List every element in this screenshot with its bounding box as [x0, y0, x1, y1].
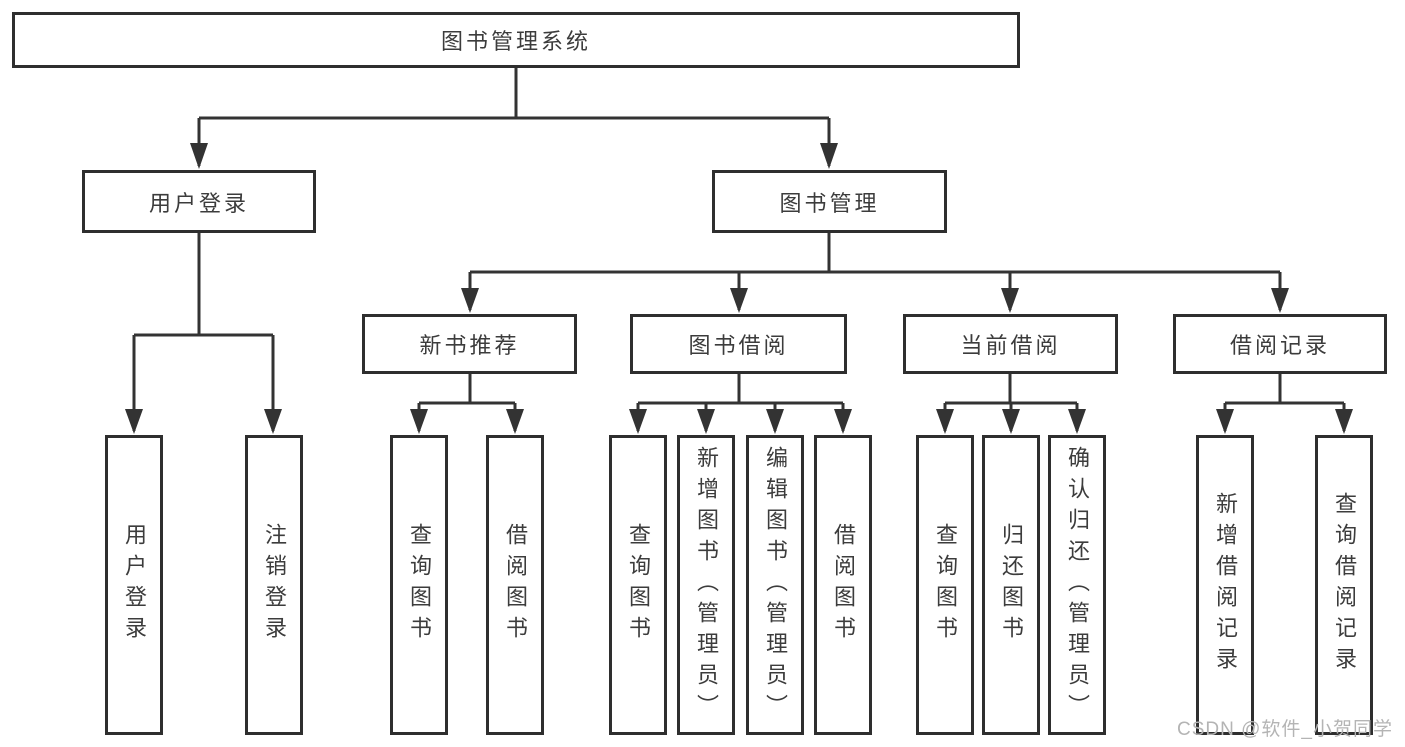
leaf-borrow-books: 借阅图书	[814, 435, 872, 735]
leaf-return-books: 归还图书	[982, 435, 1040, 735]
node-borrowing-records: 借阅记录	[1173, 314, 1387, 374]
csdn-watermark: CSDN @软件_小贺同学	[1177, 719, 1393, 740]
leaf-add-borrow-record: 新增借阅记录	[1196, 435, 1254, 735]
leaf-add-books-admin: 新增图书（管理员）	[677, 435, 735, 735]
leaf-logout: 注销登录	[245, 435, 303, 735]
node-library-management-system: 图书管理系统	[12, 12, 1020, 68]
leaf-user-login: 用户登录	[105, 435, 163, 735]
leaf-query-borrow-record: 查询借阅记录	[1315, 435, 1373, 735]
node-current-borrowing: 当前借阅	[903, 314, 1118, 374]
leaf-query-books-recommend: 查询图书	[390, 435, 448, 735]
node-new-book-recommendation: 新书推荐	[362, 314, 577, 374]
leaf-query-books-borrowing: 查询图书	[609, 435, 667, 735]
leaf-edit-books-admin: 编辑图书（管理员）	[746, 435, 804, 735]
leaf-confirm-return-admin: 确认归还（管理员）	[1048, 435, 1106, 735]
leaf-borrow-books-recommend: 借阅图书	[486, 435, 544, 735]
node-book-management: 图书管理	[712, 170, 947, 233]
leaf-query-books-current: 查询图书	[916, 435, 974, 735]
node-user-login: 用户登录	[82, 170, 316, 233]
node-book-borrowing: 图书借阅	[630, 314, 847, 374]
